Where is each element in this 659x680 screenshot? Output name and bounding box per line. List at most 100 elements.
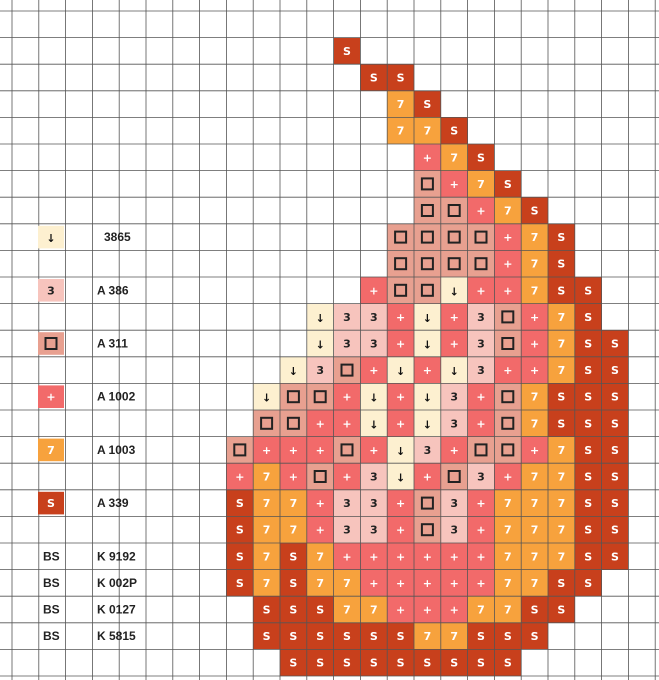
stitch-cell: S [548,224,575,251]
stitch-cell [334,357,361,384]
stitch-cell: 3 [441,410,468,437]
stitch-symbol: + [476,550,485,563]
stitch-symbol: S [450,125,458,138]
stitch-symbol: S [584,577,592,590]
stitch-cell: + [441,304,468,331]
legend-entry: ↓3865 [38,226,131,249]
stitch-fill [441,224,468,251]
stitch-cell: 7 [253,463,280,490]
stitch-symbol: + [450,550,459,563]
stitch-cell: S [575,570,602,597]
stitch-cell: S [575,277,602,304]
stitch-cell [334,437,361,464]
stitch-symbol: 7 [504,524,512,537]
stitch-symbol: + [316,497,325,510]
stitch-cell: + [334,383,361,410]
stitch-symbol: + [530,311,539,324]
stitch-symbol: 7 [558,444,566,457]
stitch-symbol: S [370,630,378,643]
stitch-symbol: + [316,444,325,457]
stitch-symbol: 3 [370,338,378,351]
stitch-cell: 7 [253,543,280,570]
stitch-symbol: 7 [504,604,512,617]
stitch-symbol: S [343,45,351,58]
stitch-symbol: S [504,178,512,191]
stitch-symbol: + [369,577,378,590]
stitch-cell: + [468,516,495,543]
stitch-cell: S [414,649,441,676]
stitch-symbol: S [557,577,565,590]
stitch-cell [414,250,441,277]
stitch-symbol: S [397,72,405,85]
stitch-symbol: S [584,444,592,457]
stitch-fill [387,277,414,304]
stitch-symbol: S [236,577,244,590]
stitch-symbol: S [477,657,485,670]
stitch-cell [307,463,334,490]
stitch-symbol: S [611,550,619,563]
stitch-cell: 7 [521,463,548,490]
stitch-symbol: 7 [558,338,566,351]
stitch-cell: + [414,144,441,171]
stitch-symbol: + [476,205,485,218]
stitch-symbol: + [503,471,512,484]
stitch-symbol: + [369,364,378,377]
stitch-symbol: + [396,524,405,537]
stitch-cell: 3 [360,516,387,543]
stitch-cell: + [360,543,387,570]
stitch-cell [441,463,468,490]
stitch-symbol: 3 [477,311,485,324]
stitch-symbol: 7 [316,577,324,590]
stitch-cell: 7 [521,224,548,251]
stitch-cell: 7 [494,197,521,224]
stitch-cell [494,304,521,331]
legend-entry: 7A 1003 [38,439,136,462]
stitch-cell: + [387,383,414,410]
stitch-symbol: + [450,338,459,351]
stitch-symbol: 7 [558,550,566,563]
stitch-cell: S [360,649,387,676]
stitch-cell: S [280,623,307,650]
stitch-cell [494,330,521,357]
stitch-symbol: 7 [450,630,458,643]
stitch-cell: 7 [441,623,468,650]
stitch-cell: + [280,437,307,464]
stitch-cell [253,410,280,437]
stitch-cell [387,250,414,277]
backstitch-code: K 002P [97,576,137,590]
stitch-cell: + [307,410,334,437]
stitch-symbol: S [611,497,619,510]
stitch-fill [494,304,521,331]
stitch-symbol: S [584,364,592,377]
stitch-cell: S [387,64,414,91]
stitch-cell: + [441,437,468,464]
arrow-down-symbol: ↓ [289,365,298,378]
stitch-symbol: + [530,444,539,457]
arrow-down-symbol: ↓ [450,285,459,298]
stitch-cell: S [280,649,307,676]
stitch-cell: + [494,357,521,384]
stitch-symbol: + [396,311,405,324]
stitch-symbol: 7 [316,550,324,563]
stitch-cell: 3 [360,463,387,490]
stitch-symbol: 7 [531,471,539,484]
stitch-symbol: + [396,417,405,430]
stitch-cell: 7 [468,596,495,623]
stitch-fill [414,197,441,224]
stitch-cell: + [441,570,468,597]
stitch-cell [468,250,495,277]
stitch-cell: S [602,516,629,543]
stitch-fill [494,410,521,437]
arrow-down-symbol: ↓ [316,312,325,325]
stitch-symbol: + [289,471,298,484]
stitch-cell: + [387,543,414,570]
stitch-symbol: S [531,604,539,617]
stitch-cell: S [575,437,602,464]
stitch-cell: S [575,410,602,437]
stitch-cell: 7 [414,117,441,144]
stitch-symbol: S [423,657,431,670]
stitch-symbol: S [504,630,512,643]
stitch-cell: S [575,490,602,517]
stitch-cell: S [468,649,495,676]
stitch-symbol: 7 [450,151,458,164]
